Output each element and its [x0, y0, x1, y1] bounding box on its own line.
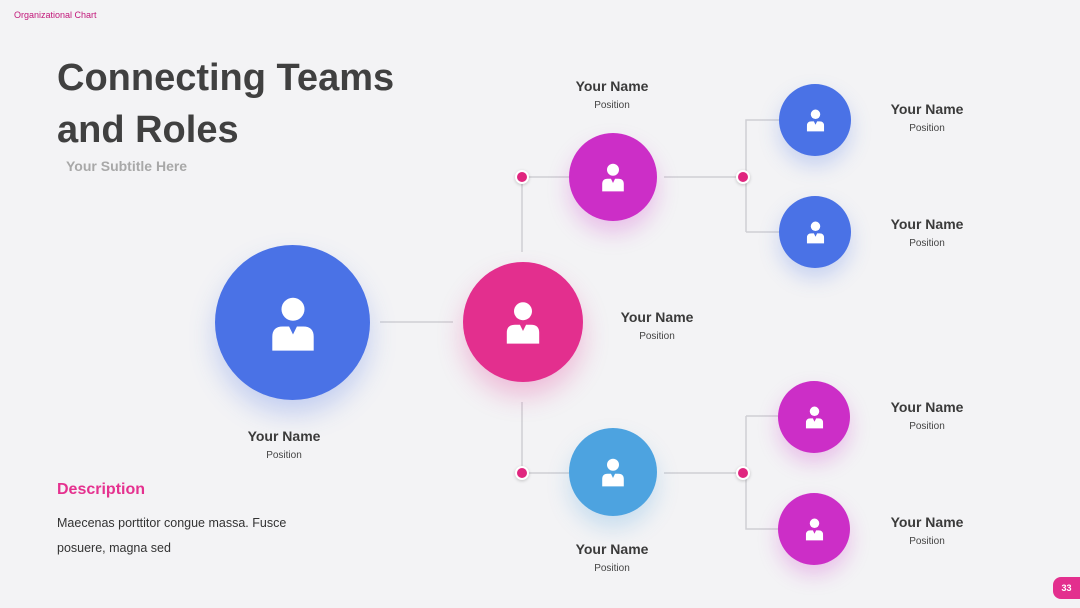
node-name: Your Name: [890, 216, 964, 232]
node-label-bottom: Your Name Position: [532, 541, 692, 574]
node-label-top-right-1: Your Name Position: [847, 101, 1007, 134]
page-subtitle: Your Subtitle Here: [66, 158, 188, 174]
node-bottom-right-2[interactable]: [778, 493, 850, 565]
node-position: Position: [909, 238, 945, 249]
node-name: Your Name: [890, 101, 964, 117]
node-label-bottom-right-1: Your Name Position: [847, 399, 1007, 432]
node-position: Position: [266, 450, 302, 461]
node-name: Your Name: [575, 78, 649, 94]
node-position: Position: [594, 563, 630, 574]
node-position: Position: [909, 421, 945, 432]
node-top[interactable]: [569, 133, 657, 221]
node-label-top-right-2: Your Name Position: [847, 216, 1007, 249]
node-position: Position: [594, 100, 630, 111]
node-name: Your Name: [575, 541, 649, 557]
node-label-bottom-right-2: Your Name Position: [847, 514, 1007, 547]
node-name: Your Name: [247, 428, 321, 444]
node-name: Your Name: [620, 309, 694, 325]
person-icon: [805, 406, 823, 429]
node-label-top: Your Name Position: [532, 78, 692, 111]
page-number: 33: [1053, 577, 1080, 599]
node-label-mid: Your Name Position: [577, 309, 737, 342]
description-body: Maecenas porttitor congue massa. Fusce p…: [57, 516, 287, 555]
connector-dot: [736, 170, 750, 184]
node-position: Position: [909, 536, 945, 547]
node-top-right-1[interactable]: [779, 84, 851, 156]
node-name: Your Name: [890, 514, 964, 530]
node-bottom[interactable]: [569, 428, 657, 516]
connector-dot: [736, 466, 750, 480]
person-icon: [602, 163, 624, 192]
node-label-root: Your Name Position: [204, 428, 364, 461]
person-icon: [806, 221, 824, 244]
slide-tag: Organizational Chart: [14, 10, 97, 20]
node-position: Position: [639, 331, 675, 342]
node-bottom-right-1[interactable]: [778, 381, 850, 453]
person-icon: [602, 458, 624, 487]
connector-dot: [515, 170, 529, 184]
node-mid[interactable]: [463, 262, 583, 382]
description-title: Description: [57, 481, 146, 498]
node-top-right-2[interactable]: [779, 196, 851, 268]
person-icon: [506, 302, 540, 344]
page-title: Connecting Teams and Roles: [57, 57, 395, 151]
person-icon: [805, 518, 823, 541]
person-icon: [271, 297, 314, 351]
node-name: Your Name: [890, 399, 964, 415]
connector-dot: [515, 466, 529, 480]
node-root[interactable]: [215, 245, 370, 400]
node-position: Position: [909, 123, 945, 134]
person-icon: [806, 109, 824, 132]
